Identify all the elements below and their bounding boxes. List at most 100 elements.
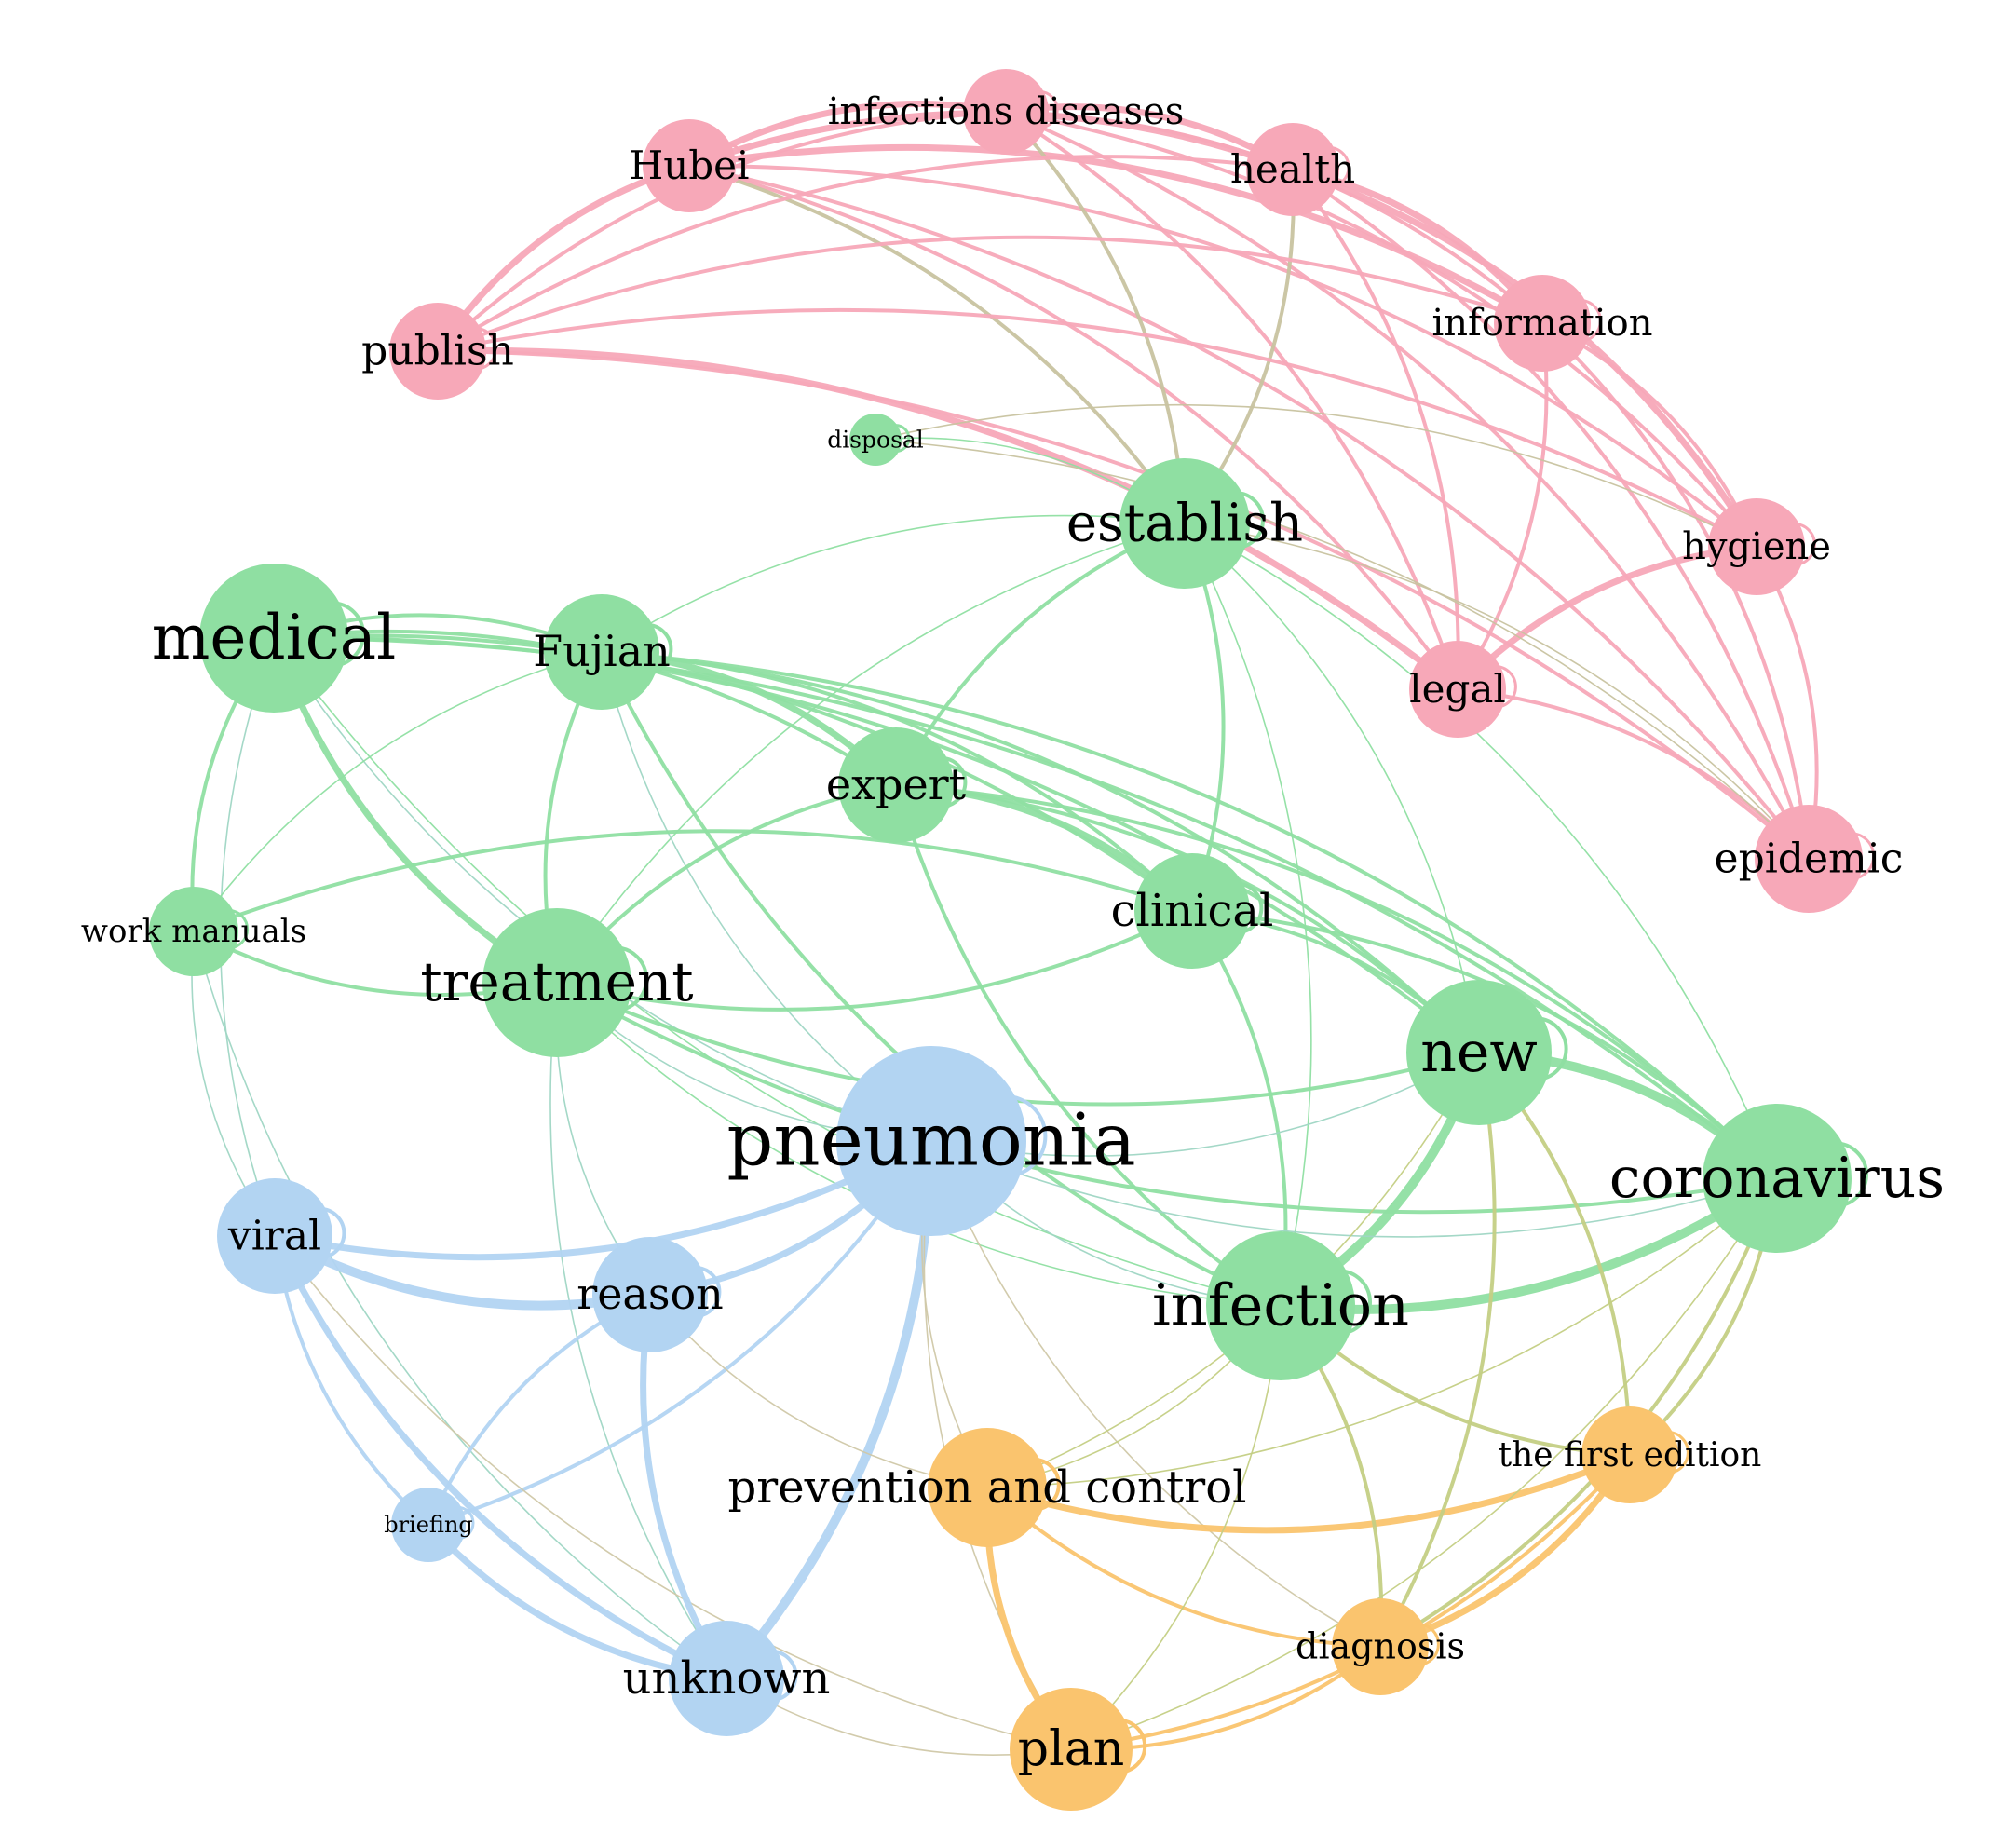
edge-publish-information <box>436 235 1544 353</box>
node-infections-diseases <box>963 69 1049 155</box>
node-label-epidemic: epidemic <box>1715 836 1904 883</box>
edge-health-legal <box>1291 168 1460 691</box>
edge-coronavirus-plan <box>1070 1177 1778 1750</box>
node-clinical <box>1134 853 1250 969</box>
node-new <box>1406 980 1552 1125</box>
edge-clinical-treatment <box>555 909 1194 1012</box>
edge-viral-unknown <box>271 1232 730 1682</box>
node-label-viral: viral <box>227 1213 321 1260</box>
node-publish <box>389 303 486 400</box>
edge-hubei-legal <box>687 164 1459 691</box>
edge-disposal-hygiene <box>875 403 1757 548</box>
edge-expert-coronavirus <box>894 783 1779 1180</box>
edge-fujian-infection <box>600 650 1282 1308</box>
node-label-establish: establish <box>1066 493 1303 553</box>
edge-fujian-coronavirus <box>600 650 1779 1180</box>
node-health <box>1246 123 1339 216</box>
edge-establish-epidemic <box>1184 523 1810 860</box>
node-work-manuals <box>149 887 238 976</box>
edge-establish-new <box>1184 523 1480 1053</box>
edge-expert-infection <box>894 783 1282 1308</box>
node-label-plan: plan <box>1018 1721 1124 1777</box>
edge-treatment-unknown <box>549 982 727 1679</box>
node-label-infection: infection <box>1152 1270 1409 1338</box>
node-label-clinical: clinical <box>1111 885 1274 937</box>
node-expert <box>838 727 954 843</box>
node-label-treatment: treatment <box>420 950 693 1013</box>
edge-establish-fujian <box>601 514 1186 653</box>
edge-infections-diseases-hygiene <box>1004 110 1758 549</box>
edge-treatment-coronavirus <box>555 981 1779 1215</box>
node-label-work-manuals: work manuals <box>81 913 306 950</box>
node-label-information: information <box>1431 302 1652 345</box>
node-label-infections-diseases: infections diseases <box>828 90 1185 133</box>
node-label-coronavirus: coronavirus <box>1609 1146 1945 1211</box>
node-prevention-and-control <box>928 1428 1047 1547</box>
node-hubei <box>643 119 736 212</box>
node-briefing <box>391 1488 466 1562</box>
edge-work-manuals-unknown <box>193 931 727 1679</box>
node-label-medical: medical <box>152 602 396 673</box>
node-diagnosis <box>1332 1598 1429 1695</box>
node-fujian <box>544 594 659 710</box>
edge-hubei-hygiene <box>687 163 1758 549</box>
edge-medical-pneumonia <box>273 637 932 1142</box>
node-epidemic <box>1755 805 1863 913</box>
node-label-health: health <box>1230 146 1355 192</box>
edge-health-epidemic <box>1291 168 1811 861</box>
edge-hubei-information <box>685 143 1546 327</box>
node-label-pneumonia: pneumonia <box>726 1099 1135 1183</box>
edge-disposal-epidemic <box>875 439 1810 860</box>
node-label-fujian: Fujian <box>533 626 671 676</box>
edge-work-manuals-clinical <box>192 829 1194 933</box>
edge-establish-coronavirus <box>1184 523 1778 1179</box>
node-label-prevention-and-control: prevention and control <box>728 1461 1247 1514</box>
node-label-hubei: Hubei <box>630 143 750 188</box>
edge-infections-diseases-epidemic <box>1004 110 1811 861</box>
node-establish <box>1119 458 1250 589</box>
edge-reason-unknown <box>640 1291 730 1682</box>
edge-hubei-establish <box>687 164 1187 525</box>
node-reason <box>592 1237 708 1352</box>
node-legal <box>1409 641 1506 738</box>
node-label-expert: expert <box>826 759 967 809</box>
node-label-diagnosis: diagnosis <box>1296 1626 1465 1667</box>
edge-publish-legal <box>434 346 1461 693</box>
edge-prevention-and-control-diagnosis <box>985 1486 1382 1649</box>
node-label-reason: reason <box>577 1269 724 1319</box>
node-plan <box>1010 1688 1133 1811</box>
edge-prevention-and-control-the-first-edition <box>984 1451 1634 1534</box>
edge-treatment-new <box>555 981 1481 1107</box>
edge-fujian-new <box>600 650 1481 1054</box>
node-label-hygiene: hygiene <box>1682 525 1831 568</box>
node-pneumonia <box>836 1046 1026 1236</box>
node-label-publish: publish <box>361 328 514 375</box>
edge-medical-coronavirus <box>272 635 1779 1180</box>
edge-pneumonia-diagnosis <box>930 1140 1381 1648</box>
node-viral <box>217 1178 332 1294</box>
node-label-unknown: unknown <box>623 1652 831 1705</box>
edge-coronavirus-prevention-and-control <box>986 1177 1778 1488</box>
node-layer <box>149 69 1863 1811</box>
node-unknown <box>669 1621 784 1736</box>
edge-publish-hygiene <box>436 308 1758 549</box>
node-hygiene <box>1708 498 1805 595</box>
node-treatment <box>482 908 631 1057</box>
edge-new-diagnosis <box>1378 1051 1497 1649</box>
node-label-briefing: briefing <box>384 1512 473 1538</box>
node-infection <box>1206 1231 1355 1380</box>
node-information <box>1494 275 1591 372</box>
edge-establish-treatment <box>556 523 1186 984</box>
node-the-first-edition <box>1581 1406 1678 1503</box>
node-label-disposal: disposal <box>827 426 924 453</box>
node-label-legal: legal <box>1409 666 1506 712</box>
edge-infections-diseases-legal <box>1004 110 1459 691</box>
node-label-new: new <box>1420 1020 1538 1085</box>
edge-information-legal <box>1456 321 1549 691</box>
edge-viral-plan <box>274 1235 1072 1750</box>
edge-fujian-work-manuals <box>193 651 603 932</box>
node-disposal <box>849 414 902 466</box>
edge-pneumonia-viral <box>271 1137 935 1261</box>
